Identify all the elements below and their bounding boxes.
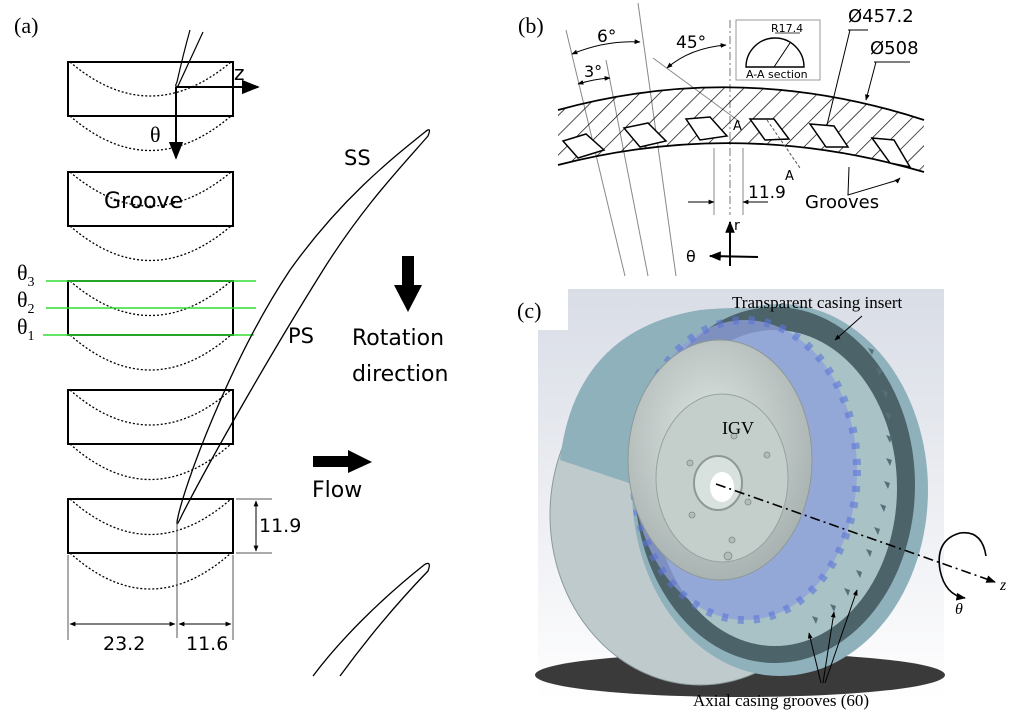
flow-arrow-icon [313,450,372,473]
suction-side-label: SS [344,146,371,170]
groove-box-1 [67,61,234,152]
section-radius-label: R17.4 [771,22,803,35]
angle-3-arc [577,75,611,85]
blade-profile-lower [312,562,430,677]
panel-b: (b) 6° 3° 45° R17.4 A-A section [518,2,925,277]
casing-insert-label: Transparent casing insert [732,293,903,312]
r-axis-label: r [734,218,740,234]
theta1-label: θ1 [17,314,35,344]
theta-axis-label-c: θ [955,601,963,618]
pressure-side-label: PS [288,324,314,348]
section-mark-top: A [733,119,742,134]
groove-sections [561,116,912,169]
casing-outer-edge [557,86,925,121]
grooves-label: Grooves [805,192,879,213]
hub-bore [710,472,734,502]
panel-c-label: (c) [517,298,541,323]
blade-profile [176,129,431,525]
groove-box-2 [67,171,234,262]
axial-grooves [812,348,892,624]
panel-a-label: (a) [14,13,38,38]
theta3-label: θ3 [17,260,35,290]
angle-45-label: 45° [676,33,706,53]
theta2-label: θ2 [17,287,35,317]
groove-box-3 [67,280,234,371]
z-axis-label: z [234,61,245,85]
rotation-label-line2: direction [352,362,448,387]
dim-width-right-label: 11.6 [186,633,228,655]
blade-tip-top [175,29,204,88]
diameter-outer-label: Ø508 [870,38,919,59]
panel-b-label: (b) [518,13,544,38]
hub-bolts [686,432,771,561]
section-semicircle [745,37,805,68]
angle-6-label: 6° [597,27,616,47]
theta-axis-label: θ [150,122,161,147]
groove-label: Groove [104,189,183,214]
theta-axis-label-b: θ [686,247,696,266]
rotation-arrow-icon [394,256,422,312]
casing-inner-edge [557,142,925,173]
flow-label: Flow [312,478,362,503]
angle-45-arc [666,43,727,69]
angle-6-arc [571,39,641,55]
z-axis-label-c: z [999,577,1007,594]
axial-grooves-label: Axial casing grooves (60) [693,691,869,710]
section-mark-bottom: A [785,169,794,184]
panel-c: (c) [510,285,1007,710]
groove-box-5 [67,498,234,590]
panel-a: (a) z θ Gr [14,13,448,677]
groove-width-label: 11.9 [748,183,786,203]
angle-3-label: 3° [584,62,602,81]
section-view-box [735,19,821,81]
dim-width-left-label: 23.2 [103,633,145,655]
groove-box-4 [67,389,234,480]
rotation-axis [715,483,996,583]
rotation-label-line1: Rotation [352,326,444,351]
igv-label: IGV [722,418,754,438]
theta-axis-arrow-b [708,251,759,262]
diameter-inner-label: Ø457.2 [848,6,914,27]
rotation-theta-arrow [938,531,987,601]
dim-height-label: 11.9 [259,515,301,537]
section-title: A-A section [746,68,808,81]
